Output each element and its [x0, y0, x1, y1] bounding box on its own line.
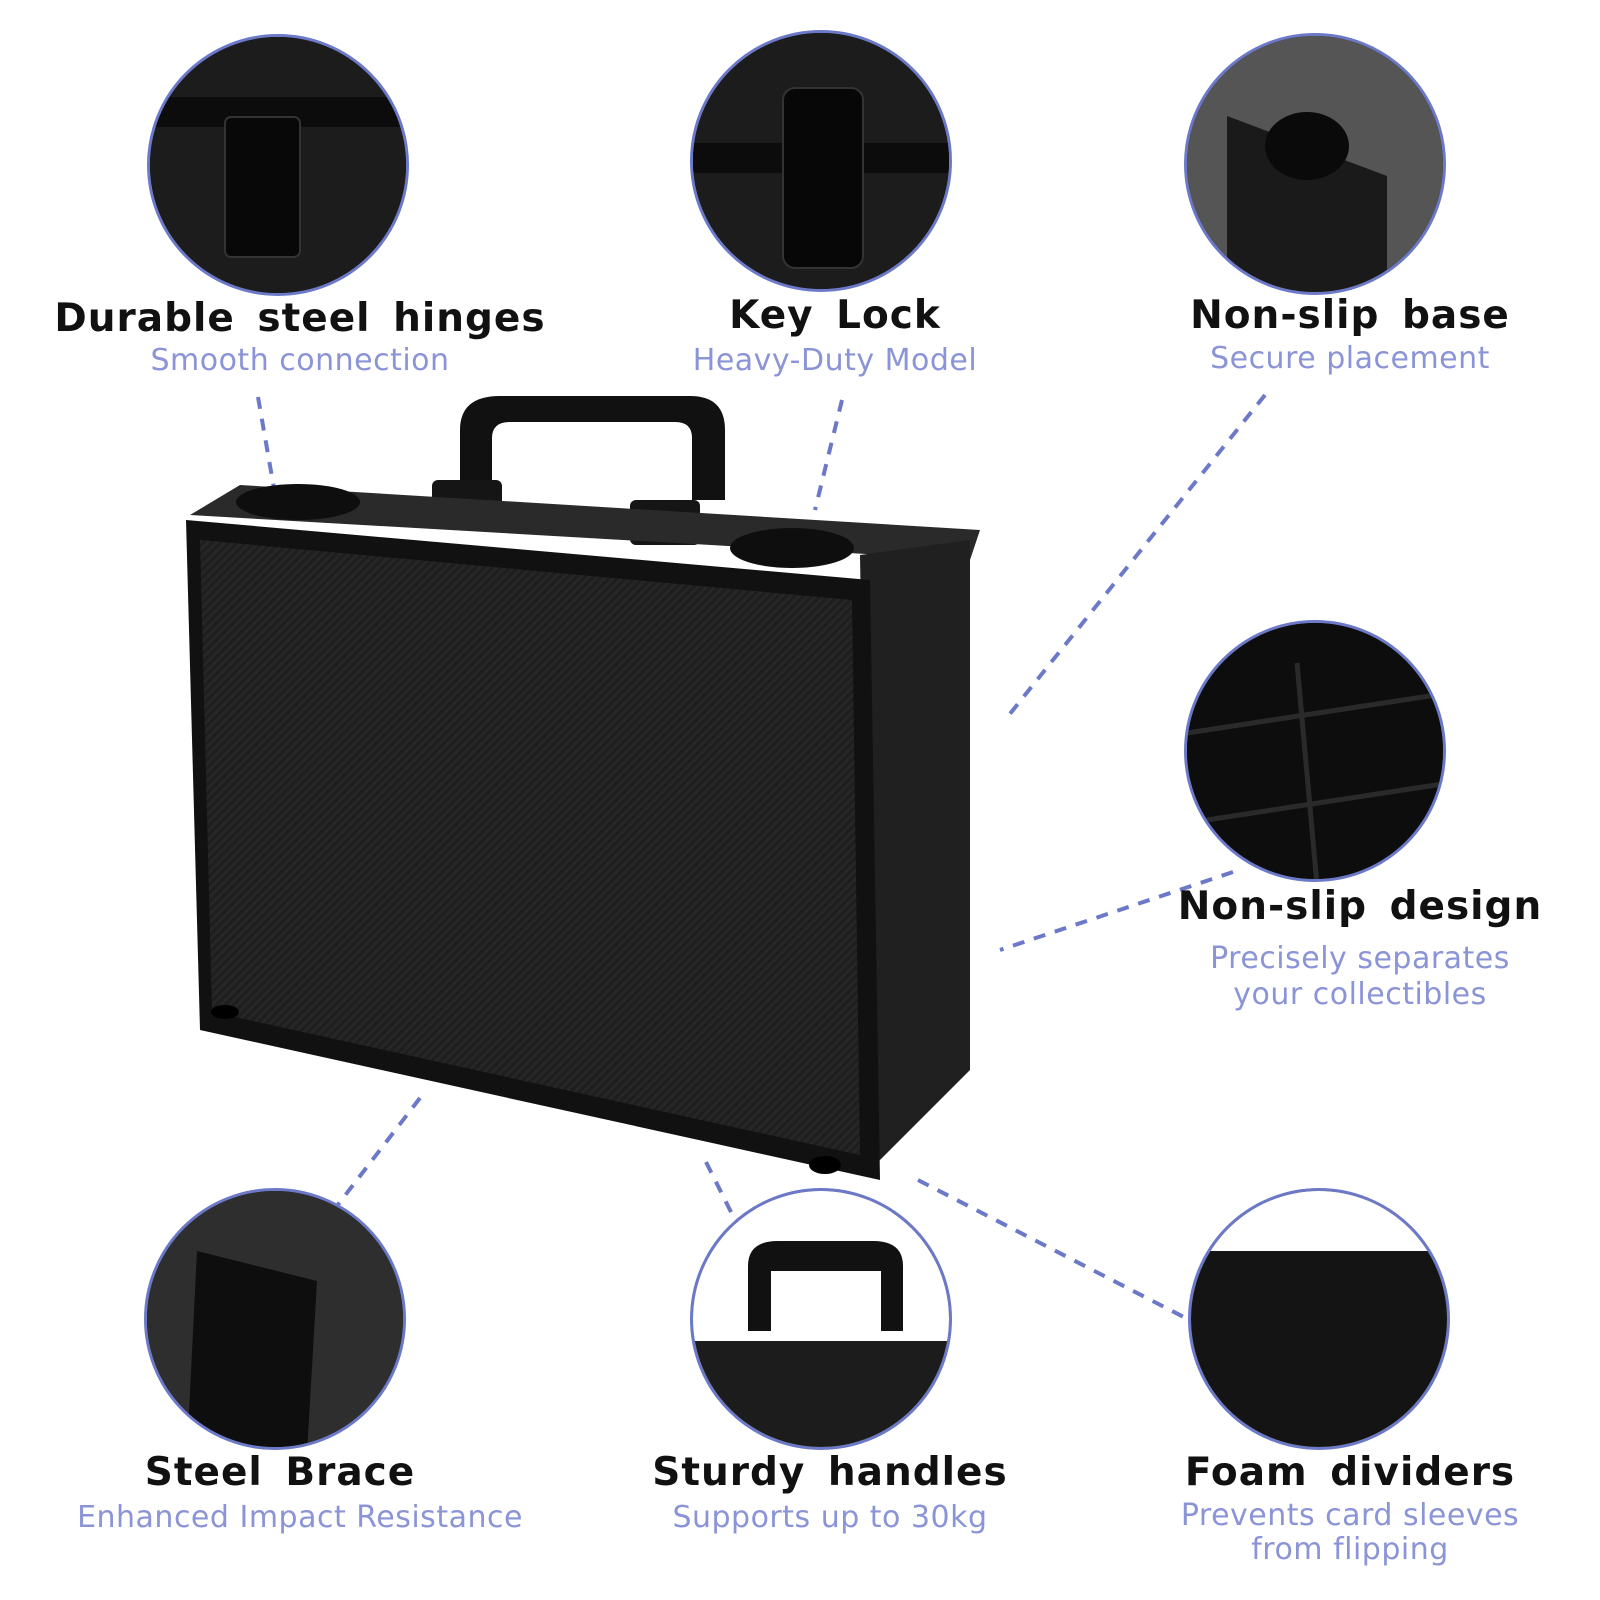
key-lock-closeup-icon: [690, 30, 952, 292]
feature-title-handles: Sturdy handles: [652, 1450, 1008, 1495]
aluminum-case: [186, 396, 980, 1180]
foam-grid-closeup-icon: [1184, 620, 1446, 882]
foam-block-closeup-icon: [1188, 1188, 1450, 1450]
feature-subtitle-base: Secure placement: [1210, 341, 1490, 376]
feature-subtitle-foam-line2: from flipping: [1251, 1532, 1449, 1567]
rubber-foot-closeup-icon: [1184, 33, 1446, 295]
feature-title-brace: Steel Brace: [144, 1450, 416, 1495]
hinge-closeup-icon: [147, 34, 409, 296]
handle-closeup-icon: [690, 1188, 952, 1450]
feature-subtitle-design-line1: Precisely separates: [1210, 941, 1510, 976]
feature-title-foam: Foam dividers: [1184, 1450, 1516, 1495]
feature-subtitle-brace: Enhanced Impact Resistance: [77, 1500, 523, 1535]
feature-subtitle-design-line2: your collectibles: [1233, 977, 1487, 1012]
feature-title-lock: Key Lock: [729, 293, 941, 338]
corner-brace-closeup-icon: [144, 1188, 406, 1450]
feature-subtitle-hinges: Smooth connection: [150, 343, 450, 378]
feature-title-design: Non-slip design: [1177, 884, 1543, 929]
feature-title-base: Non-slip base: [1190, 293, 1510, 338]
feature-subtitle-lock: Heavy-Duty Model: [692, 343, 978, 378]
feature-title-hinges: Durable steel hinges: [54, 296, 546, 341]
feature-subtitle-foam-line1: Prevents card sleeves: [1180, 1498, 1520, 1533]
feature-subtitle-handles: Supports up to 30kg: [672, 1500, 988, 1535]
